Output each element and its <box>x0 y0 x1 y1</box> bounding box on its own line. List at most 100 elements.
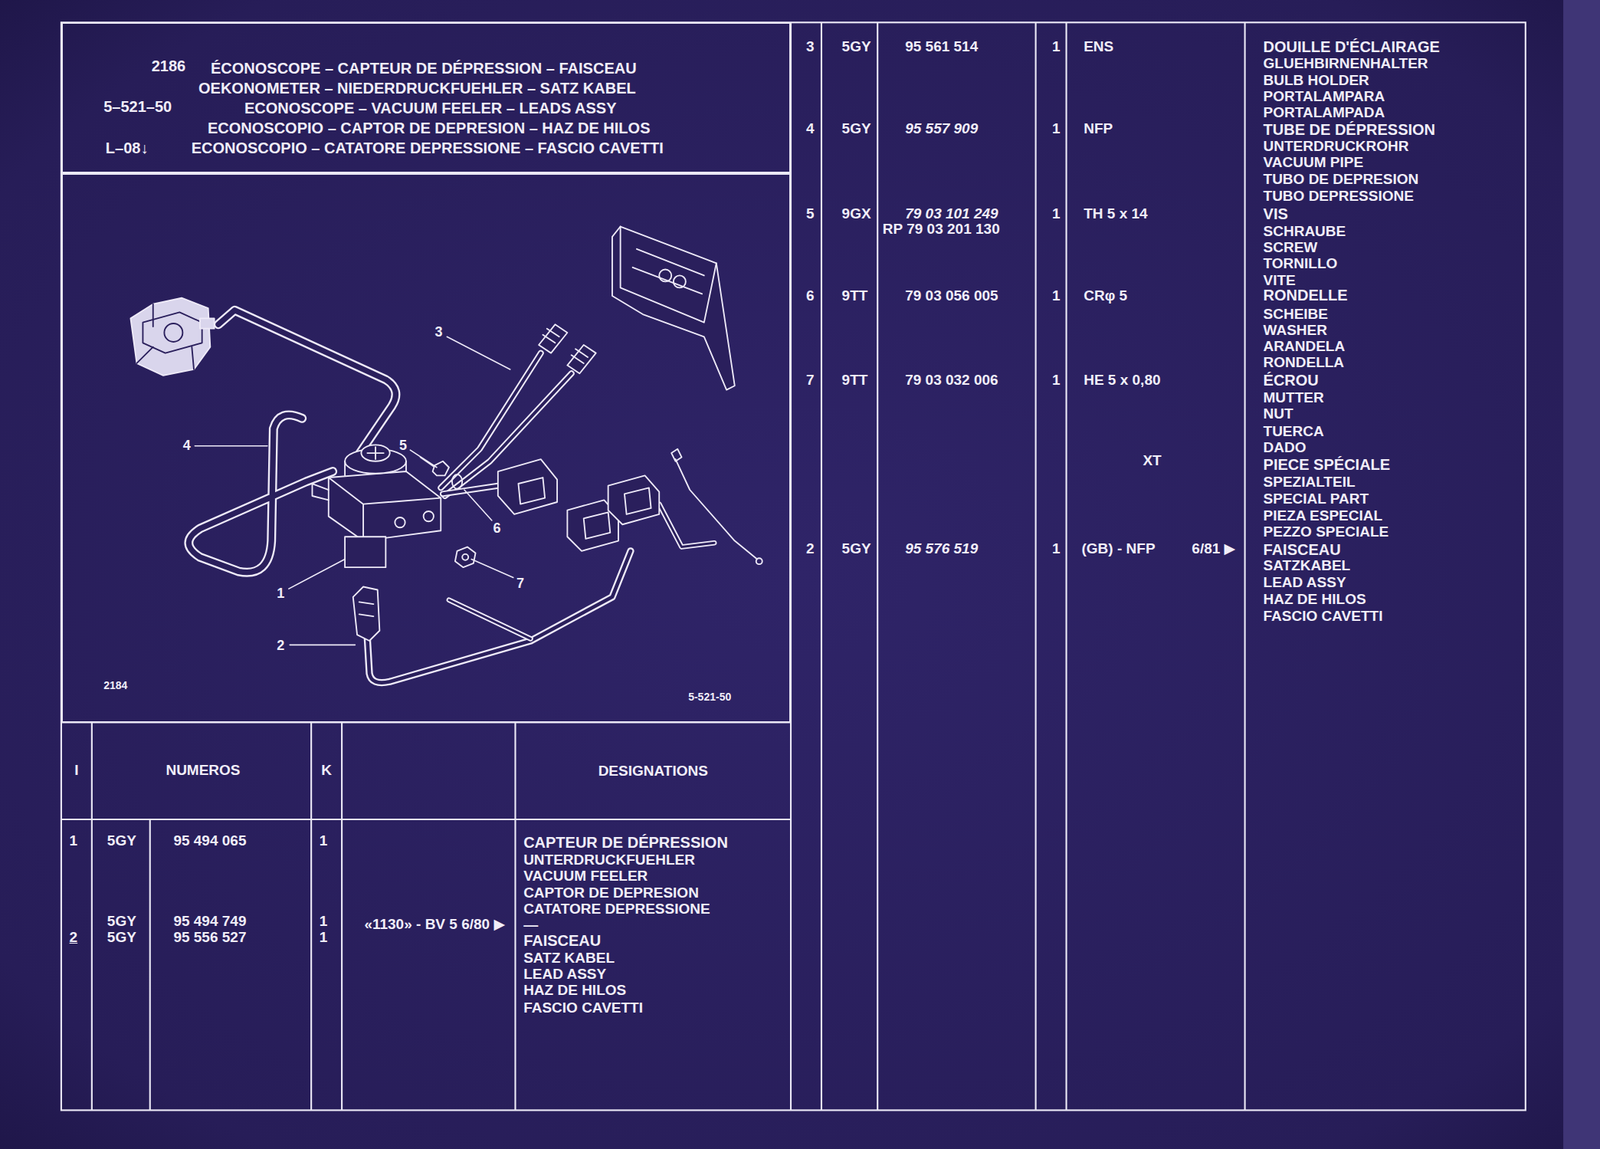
table-cell: UNTERDRUCKROHR <box>1263 138 1410 154</box>
washer <box>452 474 463 489</box>
table-cell: 95 576 519 <box>904 540 978 556</box>
table-cell: I <box>74 762 79 778</box>
harness-wires <box>367 550 631 683</box>
table-cell: SCREW <box>1263 239 1319 255</box>
table-cell: 5GY <box>842 39 872 54</box>
connectors <box>571 348 588 364</box>
vacuum-tube <box>218 310 396 458</box>
harness-wires <box>671 449 682 462</box>
table-rules <box>61 818 791 820</box>
title-block: 2186ÉCONOSCOPE – CAPTEUR DE DÉPRESSION –… <box>61 22 791 174</box>
table-rules <box>876 22 879 1110</box>
connectors <box>583 511 611 539</box>
table-rules <box>61 22 1526 1110</box>
leader-lines <box>409 449 437 468</box>
table-cell: TH 5 x 14 <box>1083 206 1148 221</box>
table-cell: 5GY <box>107 832 137 848</box>
figure-number: 2184 <box>103 679 128 691</box>
table-cell: VIS <box>1263 206 1289 222</box>
parts-illustration <box>130 226 762 683</box>
carburettor <box>136 304 194 370</box>
vacuum-pipe <box>188 414 333 572</box>
table-cell: PORTALAMPARA <box>1263 88 1386 104</box>
table-cell: 9TT <box>842 372 869 387</box>
table-cell: 5GY <box>842 121 872 136</box>
table-cell: HE 5 x 0,80 <box>1083 372 1161 387</box>
harness-wires <box>675 459 758 559</box>
harness-wires <box>442 485 499 495</box>
carburettor <box>142 311 202 353</box>
title-line: L–08↓ <box>105 140 149 156</box>
table-cell: WASHER <box>1263 322 1328 338</box>
harness-wires <box>367 550 631 683</box>
table-cell: PIECE SPÉCIALE <box>1263 456 1391 473</box>
table-cell: 5GY <box>107 929 137 945</box>
table-cell: CATATORE DEPRESSIONE <box>523 901 711 916</box>
title-line: ECONOSCOPE – VACUUM FEELER – LEADS ASSY <box>244 100 617 116</box>
table-cell: SPECIAL PART <box>1263 491 1370 506</box>
table-cell: FASCIO CAVETTI <box>523 1000 643 1015</box>
table-cell: 7 <box>806 372 815 387</box>
table-cell: LEAD ASSY <box>523 966 607 981</box>
table-cell: 1 <box>1052 372 1061 387</box>
leader-lines <box>446 336 511 370</box>
leader-lines <box>289 644 355 646</box>
harness-wires <box>449 600 532 640</box>
connectors <box>518 477 545 505</box>
leader-lines <box>464 489 492 521</box>
table-cell: «1130» - BV 5 6/80 ▶ <box>363 916 505 932</box>
illustration-panel: 21845-521-50 <box>61 173 791 722</box>
table-cell: FAISCEAU <box>523 932 601 948</box>
table-cell: SPEZIALTEIL <box>1263 474 1356 489</box>
connectors <box>624 487 652 515</box>
table-cell: 5GY <box>107 913 137 928</box>
table-cell: 1 <box>319 929 328 945</box>
harness-wires <box>449 600 532 640</box>
table-cell: GLUEHBIRNENHALTER <box>1263 55 1429 71</box>
table-rules <box>514 722 516 1111</box>
table-cell: DOUILLE D'ÉCLAIRAGE <box>1263 39 1440 55</box>
vacuum-sensor <box>367 446 384 460</box>
vacuum-pipe <box>188 414 333 572</box>
leader-lines <box>194 445 268 447</box>
table-cell: 79 03 101 249 <box>904 206 999 221</box>
connectors <box>567 344 596 374</box>
callout-number: 1 <box>276 586 285 600</box>
table-cell: VITE <box>1263 272 1296 288</box>
harness-wires <box>442 485 499 495</box>
vacuum-sensor <box>328 477 441 541</box>
table-cell: BULB HOLDER <box>1263 72 1370 88</box>
table-cell: 95 494 749 <box>173 913 246 928</box>
table-cell: TUERCA <box>1263 423 1325 439</box>
connectors <box>498 459 558 515</box>
table-cell: ENS <box>1083 39 1114 54</box>
title-line: OEKONOMETER – NIEDERDRUCKFUEHLER – SATZ … <box>198 80 637 96</box>
table-rules <box>61 22 1526 1110</box>
table-cell: TUBE DE DÉPRESSION <box>1263 121 1436 138</box>
callout-number: 7 <box>516 576 525 591</box>
table-cell: DADO <box>1263 439 1307 455</box>
table-cell: 79 03 056 005 <box>904 288 999 303</box>
table-cell: 1 <box>1052 288 1061 303</box>
table-cell: CAPTOR DE DEPRESION <box>523 885 699 900</box>
title-line: 5–521–50 <box>103 98 172 115</box>
screw <box>432 461 450 476</box>
table-cell: UNTERDRUCKFUEHLER <box>523 852 696 867</box>
nut <box>455 547 476 568</box>
table-rules <box>1244 22 1246 1110</box>
callout-number: 5 <box>399 438 407 453</box>
table-cell: HAZ DE HILOS <box>523 982 627 997</box>
table-cell: PEZZO SPECIALE <box>1263 524 1390 539</box>
table-cell: 95 557 909 <box>904 121 978 136</box>
table-cell: 6/81 ▶ <box>1191 540 1236 556</box>
callout-number: 4 <box>183 438 191 453</box>
carburettor <box>163 323 183 342</box>
table-cell: 1 <box>1052 39 1061 54</box>
connectors <box>353 586 381 641</box>
table-cell: VACUUM PIPE <box>1263 154 1364 170</box>
table-cell: 79 03 032 006 <box>904 372 999 387</box>
harness-wires <box>659 504 715 548</box>
table-cell: PORTALAMPADA <box>1263 104 1386 120</box>
